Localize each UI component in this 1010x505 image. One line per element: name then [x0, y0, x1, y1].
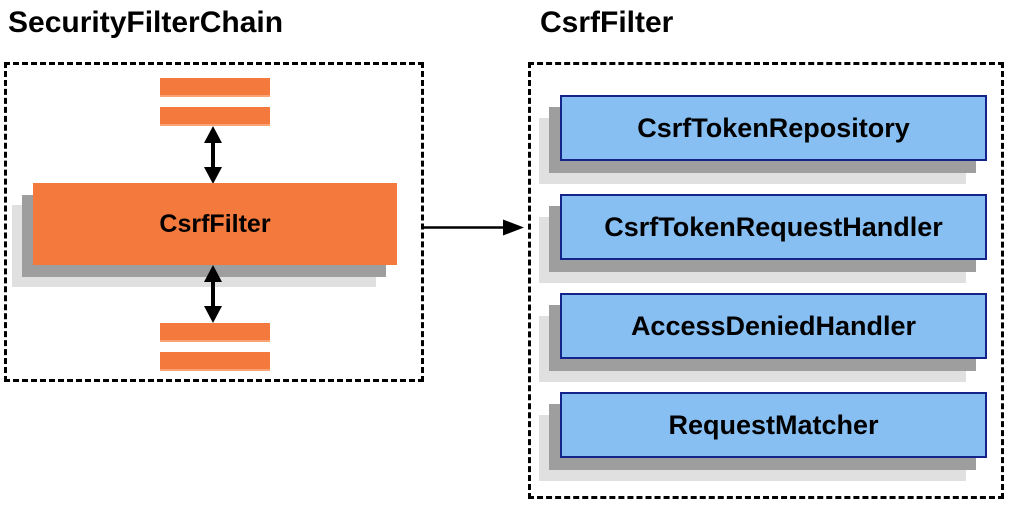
security-filter-chain-title: SecurityFilterChain	[8, 6, 284, 39]
bidirectional-arrow-icon	[201, 126, 225, 184]
component-label: RequestMatcher	[668, 409, 879, 440]
csrf-filter-box: CsrfFilter	[33, 183, 397, 265]
component-box-csrf-token-repository: CsrfTokenRepository	[560, 95, 987, 161]
filter-placeholder-bar	[160, 323, 270, 342]
flow-arrow-icon	[423, 217, 524, 238]
csrf-filter-title: CsrfFilter	[540, 6, 674, 39]
csrf-filter-container	[528, 62, 1004, 499]
component-box-csrf-token-request-handler: CsrfTokenRequestHandler	[560, 194, 987, 260]
component-label: CsrfTokenRequestHandler	[604, 211, 943, 242]
component-label: AccessDeniedHandler	[630, 310, 917, 341]
component-box-request-matcher: RequestMatcher	[560, 392, 987, 458]
security-filter-chain-container	[4, 62, 424, 382]
filter-placeholder-bar	[160, 352, 270, 371]
component-label: CsrfTokenRepository	[637, 112, 910, 143]
csrf-filter-box-label: CsrfFilter	[159, 209, 271, 238]
component-box-access-denied-handler: AccessDeniedHandler	[560, 293, 987, 359]
filter-placeholder-bar	[160, 107, 270, 126]
filter-placeholder-bar	[160, 78, 270, 97]
bidirectional-arrow-icon	[201, 265, 225, 323]
